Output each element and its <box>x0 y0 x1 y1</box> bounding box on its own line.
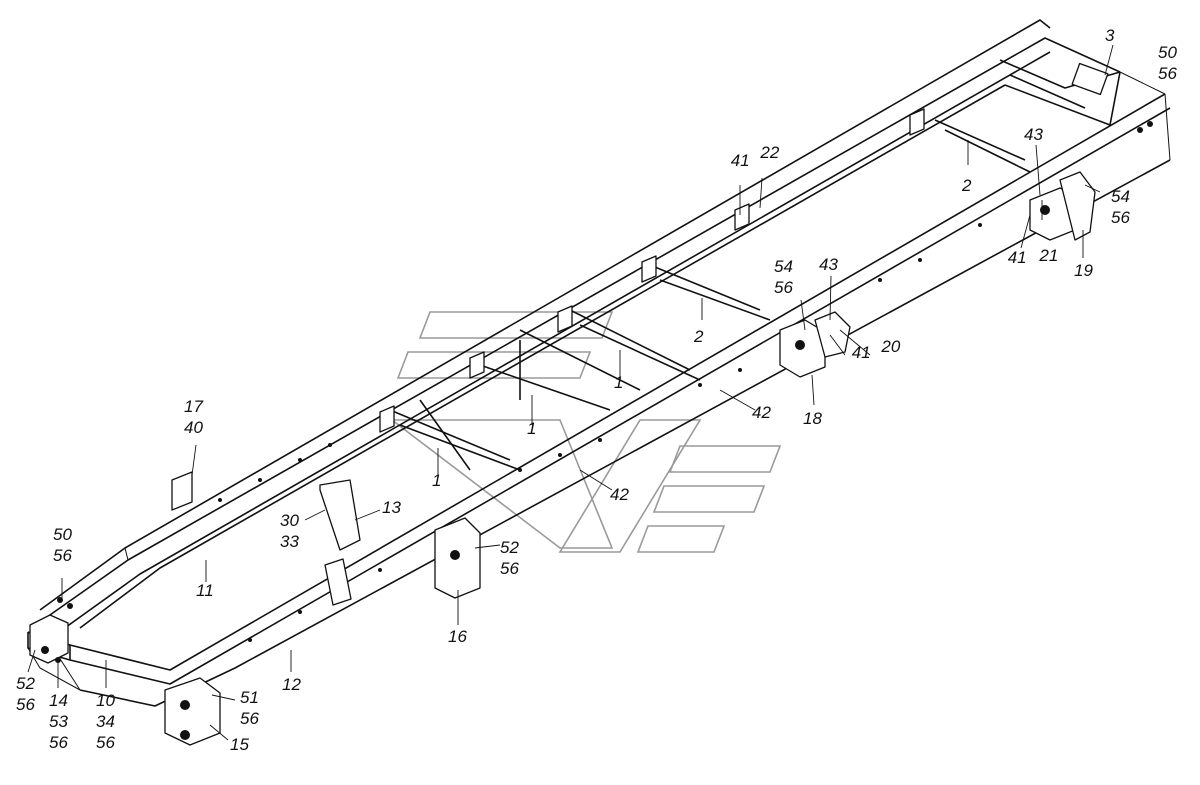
callout-1-c: 1 <box>432 471 442 490</box>
callout-12: 12 <box>282 675 301 694</box>
callout-14-53-56: 14 53 56 <box>49 691 68 752</box>
callout-54-56-rear: 54 56 <box>1111 187 1130 227</box>
callout-17-40: 17 40 <box>184 397 203 437</box>
callout-42-a: 42 <box>752 403 771 422</box>
callout-41-22: 41 22 <box>730 143 780 170</box>
callout-51-56: 51 56 <box>240 688 259 728</box>
callout-52-56-front: 52 56 <box>16 674 35 714</box>
left-side-member <box>39 19 1121 641</box>
leader-lines <box>27 44 1114 741</box>
callout-3: 3 <box>1105 26 1115 45</box>
callout-30-33: 30 33 <box>280 511 299 551</box>
callout-1-a: 1 <box>614 373 624 392</box>
callout-41-20: 41 20 <box>851 337 901 362</box>
rear-cross-member <box>999 59 1121 109</box>
callout-43-mid: 43 <box>819 255 838 274</box>
callout-42-b: 42 <box>610 485 629 504</box>
callout-54-56-mid: 54 56 <box>774 257 793 297</box>
callout-11: 11 <box>196 581 214 600</box>
callout-52-56-mid: 52 56 <box>500 538 519 578</box>
callout-15: 15 <box>230 735 249 754</box>
callout-2-rear: 2 <box>962 176 972 195</box>
callout-13: 13 <box>382 498 401 517</box>
callout-41-21: 41 21 <box>1007 246 1059 267</box>
callout-50-56-rear: 50 56 <box>1158 43 1177 83</box>
callout-43-rear: 43 <box>1024 125 1043 144</box>
brackets <box>164 108 1096 746</box>
callout-1-b: 1 <box>527 419 537 438</box>
callout-50-56-front: 50 56 <box>53 525 72 565</box>
front-cross-member <box>27 614 81 691</box>
cross-members <box>389 119 1031 471</box>
callout-10-34-56: 10 34 56 <box>96 691 115 752</box>
watermark-logo <box>389 311 782 553</box>
callout-2-mid: 2 <box>694 327 704 346</box>
rivet-holes <box>57 121 1153 642</box>
callout-18: 18 <box>803 409 822 428</box>
callout-16: 16 <box>448 627 467 646</box>
callout-19: 19 <box>1074 261 1093 280</box>
